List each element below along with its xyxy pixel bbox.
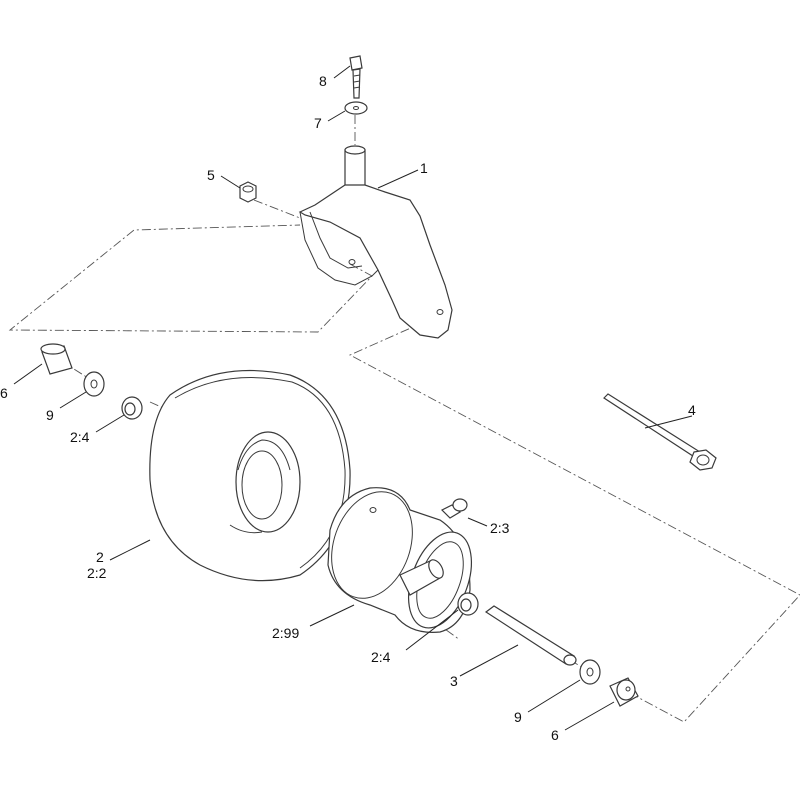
nut bbox=[239, 181, 257, 203]
rim bbox=[327, 487, 472, 633]
callout-9-right: 9 bbox=[514, 709, 522, 725]
callout-9-left: 9 bbox=[46, 407, 54, 423]
callout-6-left: 6 bbox=[0, 385, 8, 401]
callout-2-2: 2:2 bbox=[87, 565, 107, 581]
callout-labels: 8 7 5 1 6 9 2:4 4 2 2:2 2:3 2:99 2:4 3 9… bbox=[0, 73, 696, 743]
callout-7: 7 bbox=[314, 115, 322, 131]
tire bbox=[149, 369, 351, 582]
callout-5: 5 bbox=[207, 167, 215, 183]
callout-1: 1 bbox=[420, 160, 428, 176]
spacer-left bbox=[40, 343, 73, 375]
caster-fork bbox=[298, 145, 453, 339]
callout-2-4-left: 2:4 bbox=[70, 429, 90, 445]
callout-8: 8 bbox=[319, 73, 327, 89]
washer-right bbox=[579, 659, 601, 685]
bolt-top bbox=[349, 55, 363, 99]
callout-4: 4 bbox=[688, 402, 696, 418]
callout-2-4-right: 2:4 bbox=[371, 649, 391, 665]
leader-lines bbox=[13, 65, 693, 731]
bearing-right bbox=[457, 592, 479, 616]
axle-sleeve bbox=[484, 605, 577, 666]
washer-left bbox=[83, 371, 105, 397]
callout-6-right: 6 bbox=[551, 727, 559, 743]
callout-3: 3 bbox=[450, 673, 458, 689]
callout-2-3: 2:3 bbox=[490, 520, 510, 536]
bearing-left bbox=[121, 396, 143, 420]
callout-2-99: 2:99 bbox=[272, 625, 299, 641]
washer-top bbox=[344, 101, 368, 115]
axle-bolt bbox=[603, 393, 717, 471]
spacer-right bbox=[609, 677, 639, 707]
valve-stem bbox=[440, 498, 468, 519]
callout-2: 2 bbox=[96, 549, 104, 565]
